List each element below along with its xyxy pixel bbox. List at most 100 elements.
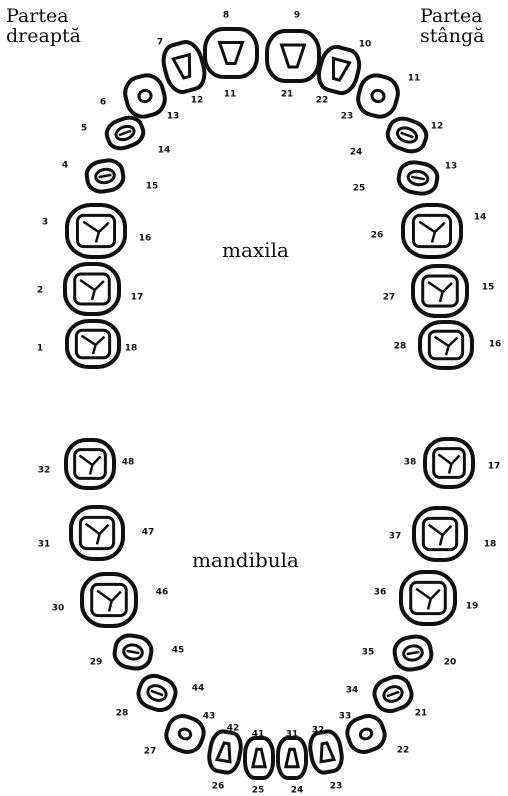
tooth-sequence-number: 3 xyxy=(42,218,48,228)
tooth-fdi-number: 43 xyxy=(203,712,216,722)
tooth-sequence-number: 20 xyxy=(444,658,457,668)
tooth-fdi-number: 47 xyxy=(142,528,155,538)
tooth-sequence-number: 25 xyxy=(252,786,265,796)
tooth-sequence-number: 13 xyxy=(445,162,458,172)
tooth-17 xyxy=(65,264,119,314)
tooth-sequence-number: 28 xyxy=(116,709,129,719)
tooth-21 xyxy=(267,31,319,81)
tooth-22 xyxy=(315,44,363,96)
tooth-43 xyxy=(162,712,207,756)
tooth-48 xyxy=(66,440,114,488)
tooth-26 xyxy=(403,205,461,257)
tooth-crown-outline xyxy=(245,738,273,778)
tooth-41 xyxy=(245,738,273,778)
tooth-sequence-number: 17 xyxy=(488,462,501,472)
tooth-47 xyxy=(71,507,123,559)
tooth-crown-outline xyxy=(308,730,344,775)
tooth-sequence-number: 6 xyxy=(100,98,106,108)
tooth-sequence-number: 14 xyxy=(474,213,487,223)
tooth-fdi-number: 33 xyxy=(339,712,352,722)
tooth-sequence-number: 1 xyxy=(37,344,43,354)
tooth-sequence-number: 11 xyxy=(408,74,421,84)
tooth-sequence-number: 12 xyxy=(431,122,444,132)
tooth-14 xyxy=(103,114,146,153)
tooth-fdi-number: 44 xyxy=(192,684,205,694)
tooth-sequence-number: 24 xyxy=(291,786,304,796)
tooth-fdi-number: 37 xyxy=(389,532,402,542)
tooth-sequence-number: 27 xyxy=(144,747,157,757)
tooth-12 xyxy=(159,39,208,95)
tooth-fdi-number: 27 xyxy=(383,293,396,303)
tooth-23 xyxy=(354,72,401,120)
tooth-sequence-number: 9 xyxy=(294,11,300,21)
tooth-sequence-number: 31 xyxy=(38,540,51,550)
tooth-sequence-number: 26 xyxy=(212,782,225,792)
tooth-34 xyxy=(371,673,416,715)
tooth-fdi-number: 48 xyxy=(122,458,135,468)
tooth-crown-outline xyxy=(205,29,257,77)
tooth-fdi-number: 15 xyxy=(146,182,159,192)
tooth-32 xyxy=(308,730,344,775)
tooth-15 xyxy=(85,158,126,194)
tooth-sequence-number: 21 xyxy=(415,709,428,719)
tooth-crown-outline xyxy=(354,72,401,120)
tooth-28 xyxy=(420,322,472,368)
tooth-sequence-number: 22 xyxy=(397,746,410,756)
tooth-sequence-number: 30 xyxy=(52,604,65,614)
tooth-crown-outline xyxy=(207,730,243,775)
tooth-25 xyxy=(397,160,440,196)
tooth-44 xyxy=(135,672,180,714)
tooth-fdi-number: 32 xyxy=(312,726,325,736)
tooth-37 xyxy=(414,508,466,560)
tooth-fdi-number: 25 xyxy=(353,184,366,194)
tooth-sequence-number: 29 xyxy=(90,658,103,668)
tooth-fdi-number: 11 xyxy=(224,90,237,100)
tooth-fdi-number: 24 xyxy=(350,148,363,158)
tooth-fdi-number: 41 xyxy=(252,730,265,740)
tooth-crown-outline xyxy=(278,738,306,778)
tooth-fdi-number: 23 xyxy=(341,112,354,122)
tooth-27 xyxy=(413,266,467,316)
tooth-fdi-number: 17 xyxy=(131,293,144,303)
tooth-fdi-number: 13 xyxy=(167,112,180,122)
tooth-31 xyxy=(278,738,306,778)
tooth-crown-outline xyxy=(121,72,168,120)
tooth-sequence-number: 19 xyxy=(466,602,479,612)
tooth-fdi-number: 28 xyxy=(394,342,407,352)
tooth-fdi-number: 31 xyxy=(286,730,299,740)
tooth-18 xyxy=(67,321,119,367)
tooth-11 xyxy=(205,29,257,77)
tooth-sequence-number: 16 xyxy=(489,340,502,350)
tooth-sequence-number: 5 xyxy=(81,124,87,134)
tooth-fdi-number: 16 xyxy=(139,234,152,244)
tooth-fdi-number: 18 xyxy=(125,344,138,354)
tooth-45 xyxy=(112,633,153,671)
tooth-sequence-number: 23 xyxy=(330,782,343,792)
tooth-crown-outline xyxy=(267,31,319,81)
tooth-16 xyxy=(67,205,125,257)
tooth-fdi-number: 46 xyxy=(156,588,169,598)
tooth-sequence-number: 8 xyxy=(223,11,229,21)
tooth-fdi-number: 12 xyxy=(191,96,204,106)
tooth-fdi-number: 36 xyxy=(374,588,387,598)
tooth-36 xyxy=(401,572,455,624)
tooth-sequence-number: 32 xyxy=(38,466,51,476)
tooth-crown-outline xyxy=(162,712,207,756)
tooth-sequence-number: 4 xyxy=(62,161,68,171)
tooth-fdi-number: 35 xyxy=(362,648,375,658)
tooth-sequence-number: 15 xyxy=(482,283,495,293)
tooth-46 xyxy=(82,574,136,626)
tooth-fdi-number: 26 xyxy=(371,231,384,241)
tooth-35 xyxy=(392,634,433,672)
tooth-fdi-number: 45 xyxy=(172,646,185,656)
tooth-42 xyxy=(207,730,243,775)
tooth-crown-outline xyxy=(315,44,363,96)
tooth-fdi-number: 14 xyxy=(158,146,171,156)
tooth-fdi-number: 22 xyxy=(316,96,329,106)
tooth-sequence-number: 10 xyxy=(359,40,372,50)
tooth-38 xyxy=(425,439,473,487)
tooth-sequence-number: 2 xyxy=(37,286,43,296)
tooth-13 xyxy=(121,72,168,120)
